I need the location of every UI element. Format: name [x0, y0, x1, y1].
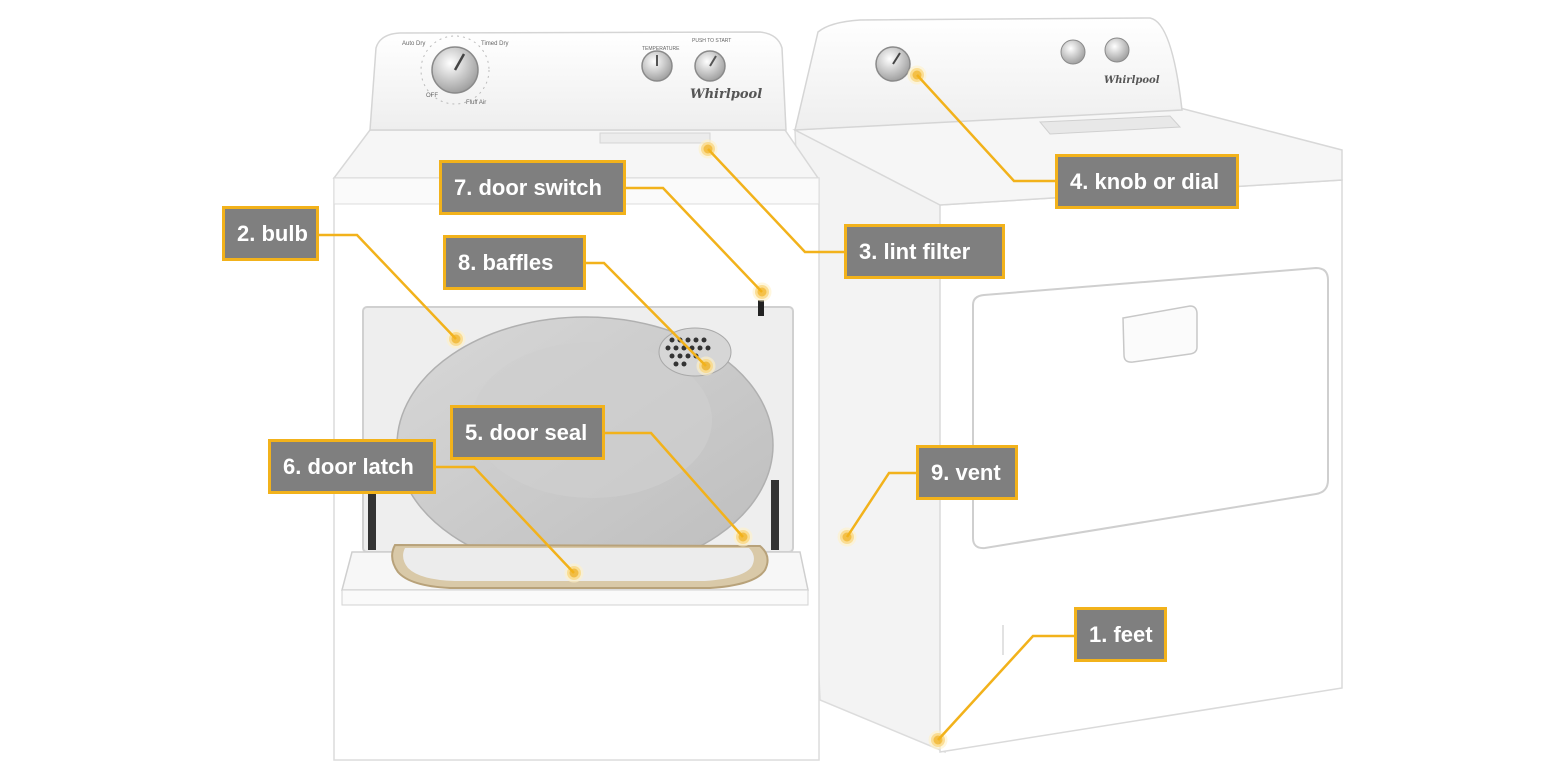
leader-knob	[916, 74, 1056, 183]
dryer-closed: Whirlpool	[792, 17, 1343, 754]
leader-vent	[845, 471, 917, 538]
door-hinge-right	[771, 480, 779, 550]
door-hinge-left	[368, 480, 376, 550]
leader-door-switch	[625, 186, 763, 293]
callout-bulb: 2. bulb	[222, 206, 319, 261]
push-to-start-label: PUSH TO START	[692, 38, 731, 44]
leader-lines	[318, 74, 1075, 741]
callout-knob: 4. knob or dial	[1055, 154, 1239, 209]
dial-label-fluff-air: Fluff Air	[466, 100, 486, 106]
start-knob-closed[interactable]	[1104, 37, 1130, 63]
callout-lint-filter: 3. lint filter	[844, 224, 1005, 279]
lint-filter-slot-closed	[1038, 115, 1182, 135]
control-console-open	[369, 31, 787, 131]
callout-vent: 9. vent	[916, 445, 1018, 500]
callout-feet: 1. feet	[1074, 607, 1167, 662]
brand-logo-open: Whirlpool	[690, 87, 762, 102]
baffle-vent	[658, 327, 732, 377]
door-handle[interactable]	[1122, 305, 1198, 363]
lint-filter-slot-open	[599, 132, 711, 144]
cycle-dial-open[interactable]	[420, 35, 490, 105]
temperature-label: TEMPERATURE	[642, 46, 680, 52]
brand-logo-closed: Whirlpool	[1104, 75, 1160, 86]
leader-baffles	[585, 261, 707, 367]
temperature-knob-closed[interactable]	[1060, 39, 1086, 65]
cycle-dial-closed[interactable]	[875, 46, 911, 82]
callout-door-switch: 7. door switch	[439, 160, 626, 215]
door-inner-window	[403, 548, 754, 581]
leader-bulb	[318, 233, 457, 340]
callout-baffles: 8. baffles	[443, 235, 586, 290]
dryer-open: Auto Dry Timed Dry Fluff Air OFF TEMPERA…	[332, 31, 820, 761]
leader-feet	[937, 634, 1075, 741]
leader-lint-filter	[707, 148, 845, 254]
dial-label-off: OFF	[426, 93, 438, 99]
leader-door-seal	[604, 431, 744, 538]
control-console-closed	[794, 17, 1183, 131]
door-switch	[758, 300, 764, 316]
leader-door-latch	[435, 465, 575, 574]
dial-label-timed-dry: Timed Dry	[481, 41, 508, 47]
callout-door-latch: 6. door latch	[268, 439, 436, 494]
door-open-edge	[341, 589, 809, 606]
dial-label-auto-dry: Auto Dry	[402, 41, 425, 47]
callout-door-seal: 5. door seal	[450, 405, 605, 460]
door-closed[interactable]	[972, 266, 1329, 550]
